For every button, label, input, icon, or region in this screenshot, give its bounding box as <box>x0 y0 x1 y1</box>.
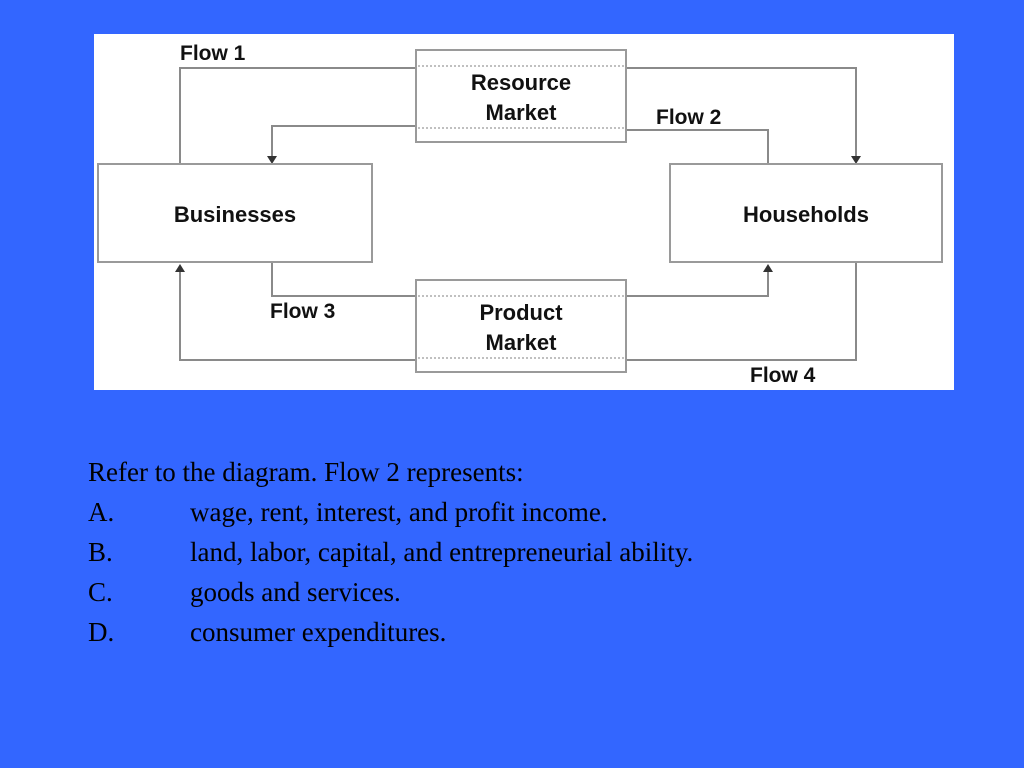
arrow-into-households-bottom <box>763 264 773 272</box>
flow-3-label: Flow 3 <box>270 300 335 323</box>
option-c: C. goods and services. <box>88 572 693 612</box>
businesses-label: Businesses <box>174 202 296 227</box>
option-d-letter: D. <box>88 617 115 647</box>
flow-3-line <box>271 262 416 297</box>
flow-1-line <box>179 67 416 164</box>
circular-flow-diagram: Resource Market Product Market Businesse… <box>94 34 954 390</box>
businesses-node: Businesses <box>97 163 373 263</box>
product-to-households-line <box>626 272 769 297</box>
households-node: Households <box>669 163 943 263</box>
option-d: D. consumer expenditures. <box>88 612 693 652</box>
option-d-text: consumer expenditures. <box>190 617 447 647</box>
households-label: Households <box>743 202 869 227</box>
question-prompt: Refer to the diagram. Flow 2 represents: <box>88 457 524 487</box>
option-a: A. wage, rent, interest, and profit incom… <box>88 492 693 532</box>
diagram-canvas: Resource Market Product Market Businesse… <box>97 42 943 387</box>
flow-1-line-to-households <box>626 67 857 156</box>
arrow-into-businesses-top <box>267 156 277 164</box>
option-b-text: land, labor, capital, and entrepreneuria… <box>190 537 694 567</box>
product-market-node: Product Market <box>415 279 627 373</box>
resource-to-businesses-line <box>271 125 416 156</box>
flow-2-label: Flow 2 <box>656 106 721 129</box>
product-to-businesses-line <box>179 272 416 361</box>
arrow-into-households-top <box>851 156 861 164</box>
arrow-into-businesses-bottom <box>175 264 185 272</box>
option-a-text: wage, rent, interest, and profit income. <box>190 497 608 527</box>
flow-4-label: Flow 4 <box>750 364 816 387</box>
flow-1-label: Flow 1 <box>180 42 246 65</box>
flow-4-line <box>626 262 857 361</box>
option-c-letter: C. <box>88 577 113 607</box>
option-b: B. land, labor, capital, and entrepreneur… <box>88 532 693 572</box>
question-block: Refer to the diagram. Flow 2 represents:… <box>88 452 693 652</box>
resource-market-label-line-1: Resource <box>471 70 571 95</box>
product-market-label-line-2: Market <box>486 330 558 355</box>
flow-2-line <box>626 129 769 164</box>
option-c-text: goods and services. <box>190 577 401 607</box>
option-b-letter: B. <box>88 537 113 567</box>
resource-market-node: Resource Market <box>415 49 627 143</box>
option-a-letter: A. <box>88 497 115 527</box>
product-market-label-line-1: Product <box>479 300 563 325</box>
resource-market-label-line-2: Market <box>486 100 558 125</box>
